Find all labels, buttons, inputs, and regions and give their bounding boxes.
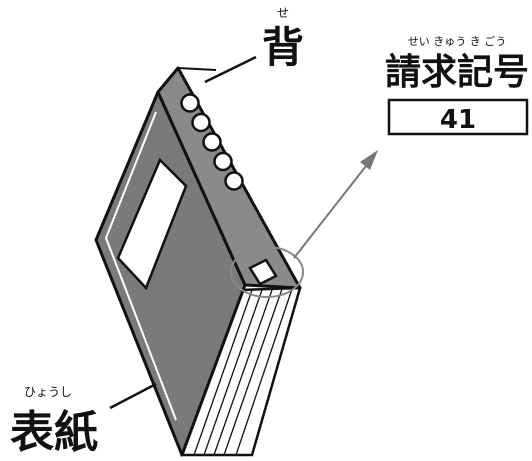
call-number-box — [387, 98, 529, 136]
spine-hole — [180, 93, 200, 113]
call-number-pointer-arrow — [293, 150, 378, 259]
spine-call-number-label — [248, 258, 278, 286]
book-spine — [156, 66, 302, 290]
cover-label-ruby: ひょうし — [24, 385, 72, 399]
spine-holes — [180, 93, 244, 191]
book-front-cover — [94, 90, 247, 457]
spine-hole — [224, 171, 244, 191]
spine-leader-line — [204, 55, 257, 84]
spine-label-ruby: せ — [277, 6, 289, 20]
cover-leader-line — [109, 382, 157, 410]
call-number-heading-ruby: せい きゅう き ごう — [408, 34, 507, 48]
call-number-value: 41 — [440, 105, 476, 135]
spine-label-highlight-ring — [230, 246, 304, 298]
spine-hole — [202, 132, 222, 152]
spine-hole — [191, 112, 211, 133]
call-number-heading: 請求記号 — [385, 52, 529, 93]
spine-label: 背 — [262, 23, 304, 72]
cover-window — [116, 157, 188, 291]
cover-label: 表紙 — [10, 407, 98, 458]
book-pages — [180, 286, 302, 457]
spine-hole — [213, 151, 233, 172]
